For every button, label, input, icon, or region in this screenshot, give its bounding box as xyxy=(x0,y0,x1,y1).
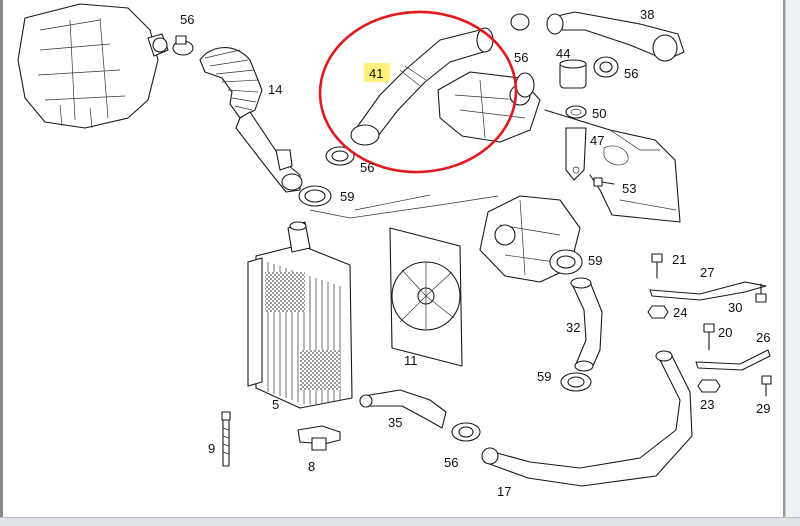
label-11: 11 xyxy=(404,353,418,368)
part-50-grommet xyxy=(565,105,587,119)
part-56-clamp-c xyxy=(593,56,619,78)
label-5: 5 xyxy=(272,397,279,412)
label-30: 30 xyxy=(728,300,742,315)
label-56-a: 56 xyxy=(180,12,194,27)
part-56-clamp-d xyxy=(325,146,355,166)
horizontal-scrollbar[interactable] xyxy=(0,517,800,526)
part-59-clamp-b xyxy=(549,249,583,275)
parts-diagram: 56 38 41 56 44 56 14 50 47 56 53 59 59 2… xyxy=(17,3,772,499)
label-35: 35 xyxy=(388,415,402,430)
highlight-marker xyxy=(364,63,390,82)
label-23: 23 xyxy=(700,397,714,412)
label-59-b: 59 xyxy=(588,253,602,268)
label-56-e: 56 xyxy=(444,455,458,470)
part-56-clamp-b xyxy=(510,13,535,98)
part-56-clamp-e xyxy=(451,422,481,442)
label-41: 41 xyxy=(369,66,383,81)
viewer-right-border xyxy=(783,0,785,525)
label-50: 50 xyxy=(592,106,606,121)
part-11-fan xyxy=(389,227,463,367)
label-17: 17 xyxy=(497,484,511,499)
part-32-hose xyxy=(570,277,603,372)
label-27: 27 xyxy=(700,265,714,280)
part-47-bracket xyxy=(565,127,587,181)
part-5-radiator xyxy=(247,221,353,409)
label-9: 9 xyxy=(208,441,215,456)
label-38: 38 xyxy=(640,7,654,22)
part-29-bolt xyxy=(761,375,772,397)
part-59-clamp-a xyxy=(298,185,332,207)
label-8: 8 xyxy=(308,459,315,474)
label-24: 24 xyxy=(673,305,687,320)
part-56-clamp-a xyxy=(172,35,194,56)
label-20: 20 xyxy=(718,325,732,340)
highlight-callout-ring xyxy=(318,10,518,174)
reservoir-tank xyxy=(544,109,681,223)
part-53-bolt xyxy=(593,177,615,187)
part-44-sleeve xyxy=(559,59,587,89)
part-24-nut xyxy=(647,305,669,319)
label-59-a: 59 xyxy=(340,189,354,204)
label-21: 21 xyxy=(672,252,686,267)
vertical-scrollbar[interactable] xyxy=(785,0,800,525)
label-56-d: 56 xyxy=(360,160,374,175)
label-32: 32 xyxy=(566,320,580,335)
part-8-bracket xyxy=(297,425,341,451)
label-56-c: 56 xyxy=(624,66,638,81)
part-35-hose xyxy=(359,389,447,429)
part-14-intake-duct xyxy=(199,47,303,193)
part-27-bracket xyxy=(649,281,767,301)
part-41-coolant-hose xyxy=(350,27,494,146)
part-20-bolt xyxy=(703,323,715,351)
label-59-c: 59 xyxy=(537,369,551,384)
part-30-bolt xyxy=(755,283,767,303)
part-26-bracket xyxy=(695,349,771,371)
label-53: 53 xyxy=(622,181,636,196)
part-59-clamp-c xyxy=(560,372,592,392)
label-14: 14 xyxy=(268,82,282,97)
engine-block-drawing xyxy=(17,3,169,129)
leader-lines xyxy=(309,194,499,219)
label-29: 29 xyxy=(756,401,770,416)
label-26: 26 xyxy=(756,330,770,345)
label-44: 44 xyxy=(556,46,570,61)
part-23-nut xyxy=(697,379,721,393)
part-21-bolt xyxy=(651,253,663,279)
part-38-hose xyxy=(546,11,685,62)
label-47: 47 xyxy=(590,133,604,148)
part-17-hose xyxy=(481,350,693,487)
label-56-b: 56 xyxy=(514,50,528,65)
viewer-left-border xyxy=(0,0,3,525)
part-9-stud xyxy=(221,411,231,467)
